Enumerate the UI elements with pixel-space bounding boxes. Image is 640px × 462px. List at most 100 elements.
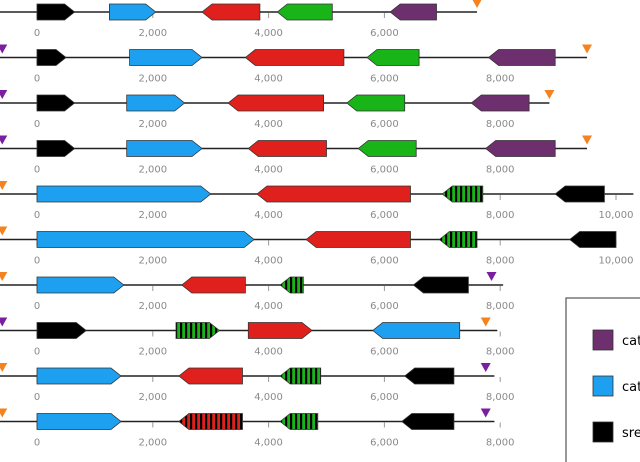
site-marker-marker_purple <box>480 408 491 418</box>
tick-label: 8,000 <box>486 392 515 403</box>
site-marker-marker_purple <box>0 317 8 327</box>
legend-label: sre <box>622 426 640 441</box>
site-marker-marker_purple <box>0 135 8 145</box>
legend-swatch-purple <box>592 329 614 351</box>
gene-arrow-green <box>175 322 221 339</box>
tick-label: 8,000 <box>486 347 515 358</box>
gene-arrow-black <box>554 185 605 203</box>
tick-label: 2,000 <box>138 392 167 403</box>
gene-arrow-purple <box>389 3 437 21</box>
site-marker-orange <box>582 44 593 54</box>
tick-label: 0 <box>34 165 40 176</box>
gene-arrow-green <box>276 3 333 21</box>
gene-arrow-green <box>357 140 417 157</box>
tick-label: 4,000 <box>254 301 283 312</box>
gene-arrow-red <box>181 276 246 294</box>
site-marker-orange <box>544 90 555 99</box>
tick-label: 0 <box>34 438 40 449</box>
gene-arrow-red <box>247 322 313 339</box>
gene-arrow-blue <box>126 140 203 157</box>
gene-arrow-green <box>279 413 319 430</box>
tick-label: 6,000 <box>370 347 399 358</box>
gene-arrow-green <box>441 185 484 203</box>
gene-arrow-blue <box>372 322 461 339</box>
tick-label: 6,000 <box>370 119 399 130</box>
tick-label: 4,000 <box>254 392 283 403</box>
gene-tracks: 0 2,000 4,000 6,000 0 2,000 4,000 6,000 8,000 0 2,… <box>0 0 634 449</box>
gene-arrow-black <box>36 322 87 339</box>
gene-arrow-blue <box>126 94 186 112</box>
gene-arrow-black <box>569 231 617 248</box>
tick-label: 6,000 <box>370 165 399 176</box>
gene-arrow-green <box>366 49 420 66</box>
tick-label: 2,000 <box>138 165 167 176</box>
tick-label: 2,000 <box>138 74 167 85</box>
gene-arrow-red <box>227 94 325 112</box>
tick-label: 2,000 <box>138 210 167 221</box>
tick-label: 4,000 <box>254 256 283 267</box>
gene-arrow-red <box>201 3 261 21</box>
gene-arrow-green <box>438 231 478 248</box>
legend-swatch-blue <box>592 375 614 397</box>
gene-track: 0 2,000 4,000 6,000 8,000 <box>0 363 515 403</box>
site-marker-marker_purple <box>0 90 8 99</box>
site-marker-orange <box>0 226 8 236</box>
tick-label: 10,000 <box>599 210 634 221</box>
legend-swatch-black <box>592 421 614 443</box>
gene-arrow-red <box>305 231 411 248</box>
site-marker-orange <box>0 363 8 372</box>
tick-label: 6,000 <box>370 392 399 403</box>
gene-arrow-blue <box>36 276 125 294</box>
tick-label: 8,000 <box>486 165 515 176</box>
tick-label: 6,000 <box>370 256 399 267</box>
site-marker-marker_purple <box>480 363 491 372</box>
legend-label: cat <box>622 334 640 349</box>
gene-arrow-red <box>256 185 411 203</box>
gene-arrow-red <box>178 413 243 430</box>
site-marker-orange <box>0 181 8 190</box>
tick-label: 2,000 <box>138 119 167 130</box>
tick-label: 0 <box>34 119 40 130</box>
legend: cat cat sre <box>565 297 640 462</box>
tick-label: 2,000 <box>138 28 167 39</box>
tick-label: 8,000 <box>486 438 515 449</box>
gene-arrow-blue <box>36 185 212 203</box>
legend-label: cat <box>622 380 640 395</box>
gene-arrow-red <box>244 49 345 66</box>
gene-arrow-purple <box>485 140 556 157</box>
gene-arrow-blue <box>109 3 157 21</box>
tick-label: 4,000 <box>254 165 283 176</box>
gene-arrow-green <box>346 94 406 112</box>
tick-label: 0 <box>34 392 40 403</box>
tick-label: 8,000 <box>486 74 515 85</box>
tick-label: 8,000 <box>486 210 515 221</box>
gene-track: 0 2,000 4,000 6,000 8,000 <box>0 135 593 176</box>
gene-arrow-green <box>279 276 304 294</box>
gene-arrow-purple <box>470 94 530 112</box>
gene-arrow-black <box>401 413 455 430</box>
tick-label: 4,000 <box>254 119 283 130</box>
tick-label: 8,000 <box>486 301 515 312</box>
tick-label: 0 <box>34 28 40 39</box>
site-marker-marker_purple <box>0 44 8 54</box>
gene-arrow-blue <box>36 413 122 430</box>
gene-arrow-red <box>178 367 243 385</box>
tick-label: 0 <box>34 301 40 312</box>
gene-arrow-blue <box>36 367 122 385</box>
tick-label: 0 <box>34 210 40 221</box>
gene-arrow-black <box>36 94 76 112</box>
tick-label: 4,000 <box>254 210 283 221</box>
tick-label: 2,000 <box>138 256 167 267</box>
tick-label: 2,000 <box>138 438 167 449</box>
tick-label: 4,000 <box>254 438 283 449</box>
gene-arrow-blue <box>129 49 203 66</box>
gene-arrow-black <box>36 3 76 21</box>
tick-label: 6,000 <box>370 210 399 221</box>
